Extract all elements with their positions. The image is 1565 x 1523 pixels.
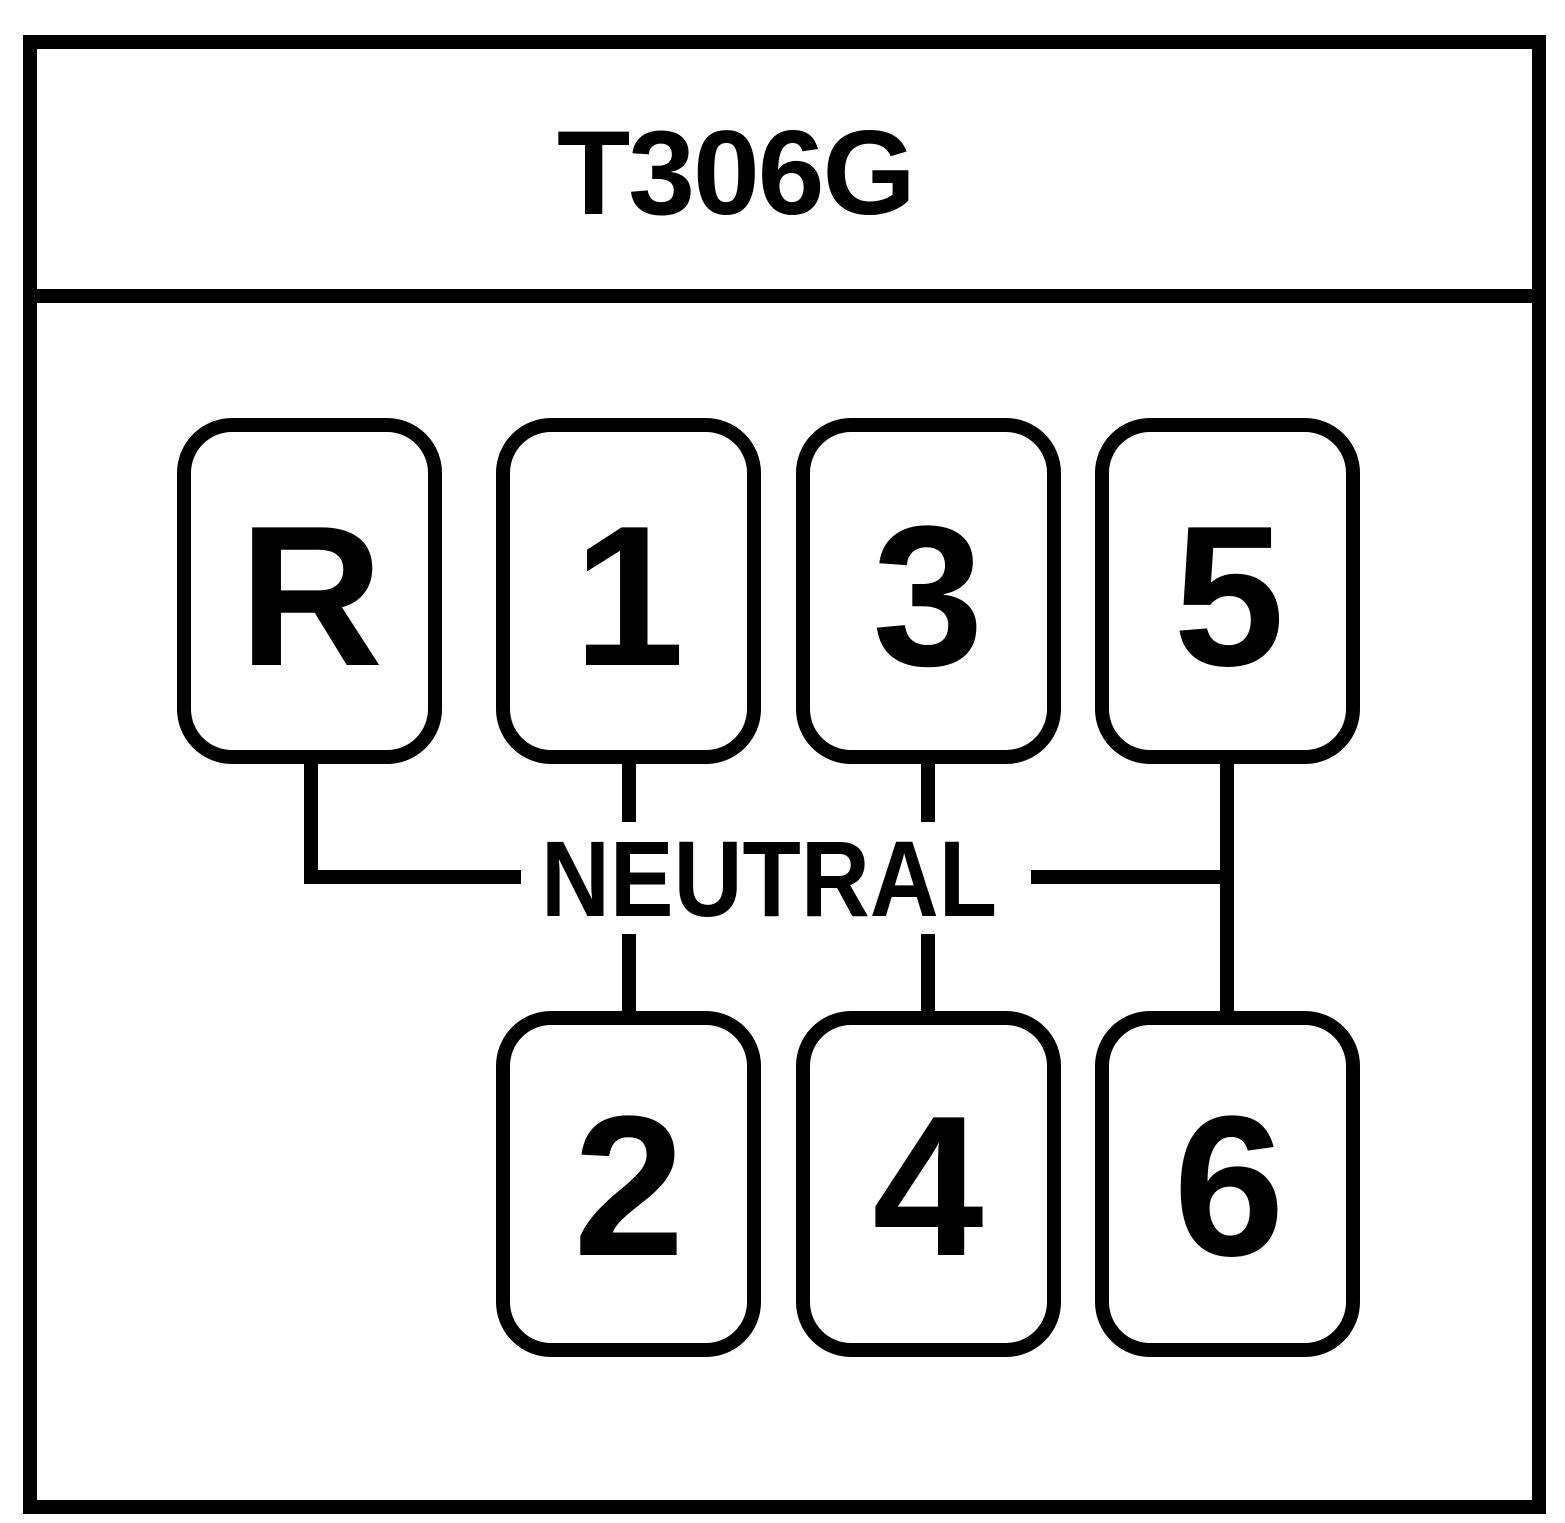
gear-box-1: 1 — [496, 418, 761, 764]
gear-box-4: 4 — [796, 1011, 1061, 1357]
gear-box-2: 2 — [496, 1011, 761, 1357]
gear-box-r: R — [177, 418, 442, 764]
gear-box-6: 6 — [1095, 1011, 1360, 1357]
neutral-label: NEUTRAL — [541, 818, 997, 939]
gear-label-5: 5 — [1173, 485, 1284, 708]
gear-label-6: 6 — [1173, 1075, 1284, 1298]
model-title: T306G — [557, 106, 916, 240]
gear-box-3: 3 — [796, 418, 1061, 764]
title-band: T306G — [37, 49, 1532, 303]
gear-label-r: R — [239, 485, 383, 708]
gear-label-2: 2 — [573, 1075, 684, 1298]
gear-label-1: 1 — [573, 485, 684, 708]
gear-label-3: 3 — [872, 485, 983, 708]
shift-pattern-panel: T306G — [23, 35, 1546, 1514]
gear-box-5: 5 — [1095, 418, 1360, 764]
shift-gate-lines — [304, 763, 1234, 1014]
gear-label-4: 4 — [872, 1075, 983, 1298]
